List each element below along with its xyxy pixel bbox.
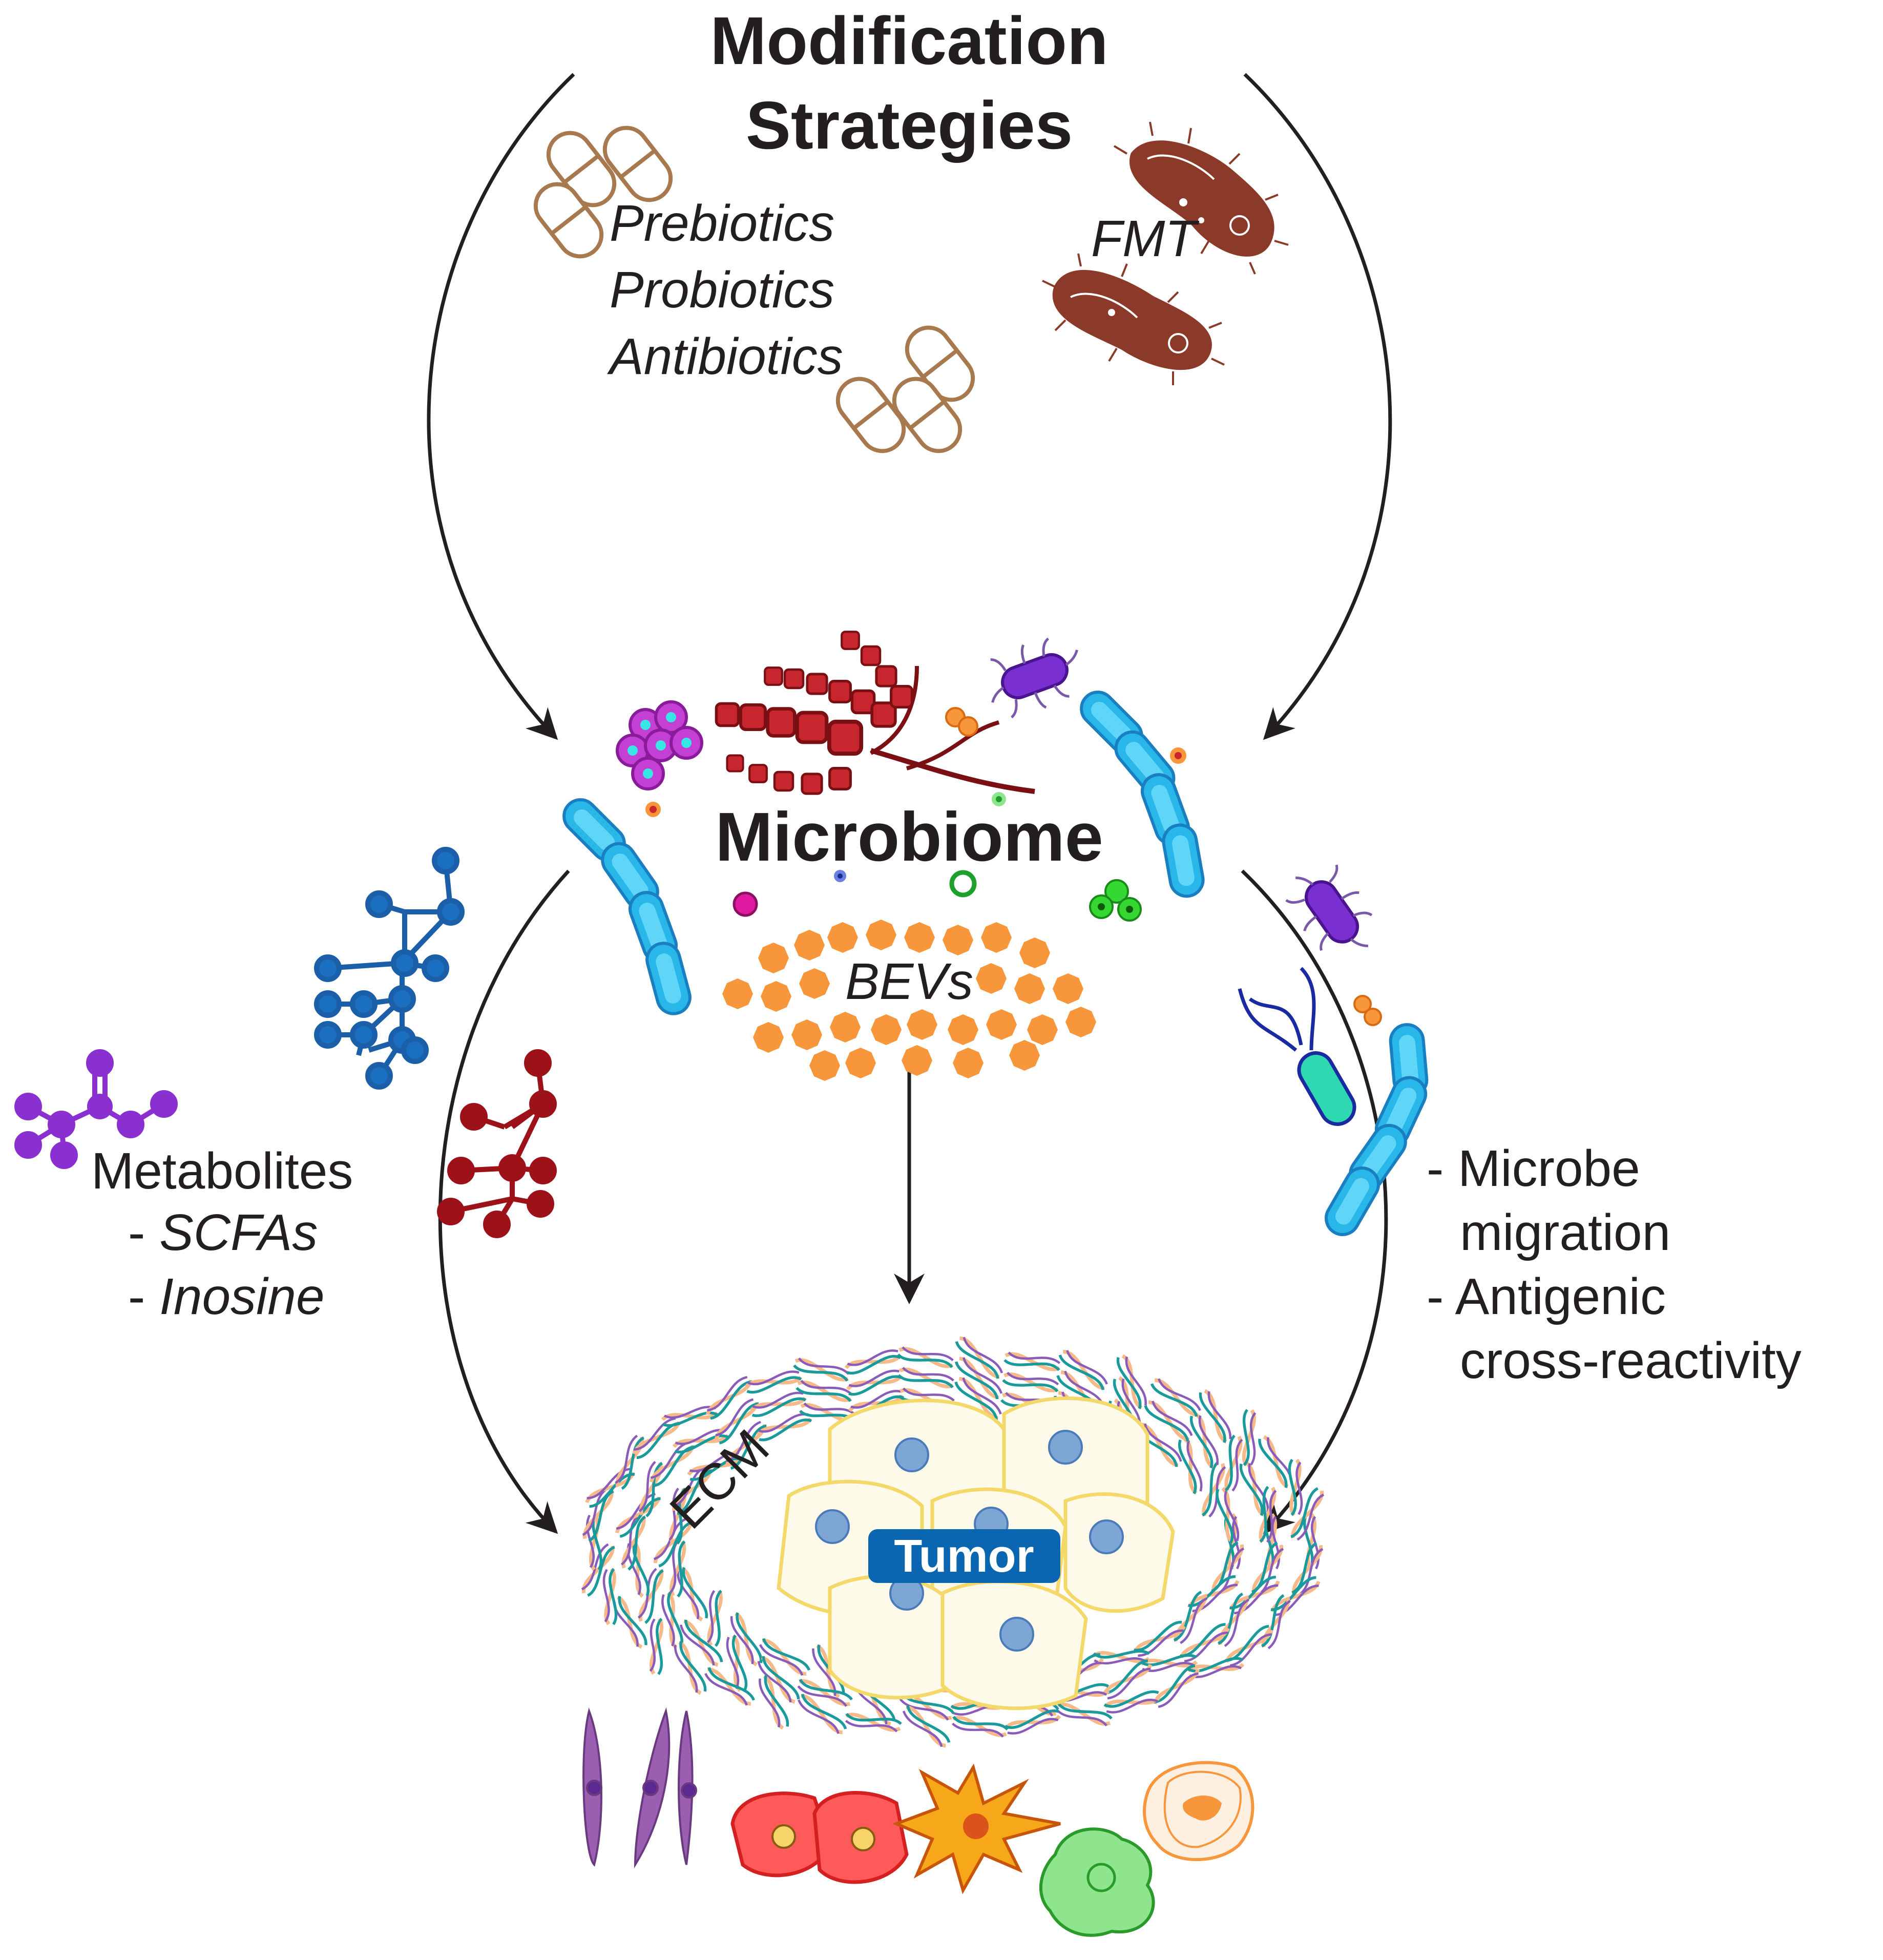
ecm-fiber <box>750 1391 807 1417</box>
immune-cell-icon <box>582 1707 697 1868</box>
ecm-fiber <box>1240 1410 1259 1466</box>
immune-cell-icon <box>892 1763 1061 1894</box>
fmt-bacteria-icon <box>1042 121 1289 385</box>
capsule-icon-group-bottom <box>829 319 981 460</box>
right-note-line: migration <box>1460 1204 1670 1261</box>
title-line-2: Strategies <box>746 88 1073 163</box>
ecm-fiber <box>611 1594 647 1650</box>
metabolites-heading: Metabolites <box>91 1142 353 1200</box>
metabolite-item: - Inosine <box>128 1268 325 1325</box>
ecm-fiber <box>951 1713 1008 1741</box>
ecm-fiber <box>1178 1437 1203 1494</box>
bevs-label: BEVs <box>845 953 973 1010</box>
ecm-fiber <box>703 1664 755 1709</box>
bacteria-icon <box>1089 879 1142 922</box>
title-line-1: Modification <box>710 3 1108 78</box>
immune-cell-icon <box>1143 1761 1254 1861</box>
bacteria-icon <box>990 637 1078 719</box>
ecm-fiber <box>1116 1353 1148 1410</box>
tumor-mass: Tumor <box>777 1396 1175 1711</box>
immune-cell-icon <box>730 1791 909 1884</box>
ecm-fiber <box>1214 1593 1252 1648</box>
right-note-line: cross-reactivity <box>1460 1332 1802 1389</box>
strategy-probiotics: Probiotics <box>610 261 834 319</box>
microbiome-label: Microbiome <box>715 798 1103 875</box>
ecm-fiber <box>1216 1487 1240 1544</box>
ecm-fiber <box>756 1654 800 1706</box>
arrow-strategies-right <box>1243 73 1392 740</box>
ecm-fiber <box>647 1618 666 1674</box>
strategy-antibiotics: Antibiotics <box>607 328 843 385</box>
ecm-fiber <box>1004 1349 1061 1375</box>
right-note-line: - Antigenic <box>1427 1268 1666 1325</box>
ecm-fiber <box>666 1540 689 1597</box>
ecm-fiber <box>1002 1369 1059 1396</box>
arrow-microbiome-right <box>1241 869 1388 1534</box>
ecm-fiber <box>1104 1691 1161 1714</box>
bacteria-icon <box>557 793 694 1017</box>
molecule-icon-red <box>437 1049 557 1238</box>
immune-cell-icons <box>582 1707 1254 1937</box>
immune-cell-icon <box>1039 1827 1155 1937</box>
metabolite-item: - SCFAs <box>128 1204 318 1261</box>
bacteria-icon <box>1238 967 1356 1126</box>
ecm-fiber <box>1150 1374 1202 1420</box>
ecm-fiber <box>661 1592 683 1649</box>
ecm-fiber <box>797 1691 847 1738</box>
molecule-icon-blue <box>314 847 465 1090</box>
microbiome-cluster: Microbiome BEVs <box>557 628 1206 1081</box>
bacteria-icon <box>1320 1023 1431 1240</box>
molecule-icon-purple <box>14 1049 178 1169</box>
ecm-fiber <box>898 1364 955 1392</box>
fmt-label: FMT <box>1091 210 1199 267</box>
ecm-fiber <box>897 1343 954 1371</box>
bacteria-icon <box>716 632 1035 794</box>
ecm-fiber <box>1055 1699 1112 1729</box>
ecm-fiber <box>1258 1434 1294 1490</box>
ecm-fiber <box>1221 1435 1246 1492</box>
ecm-fiber <box>602 1569 619 1624</box>
bacteria-icon <box>616 700 703 790</box>
ecm-fiber <box>745 1370 802 1393</box>
bacteria-icon <box>1285 864 1373 951</box>
tumor-label: Tumor <box>894 1531 1034 1582</box>
right-note-line: - Microbe <box>1427 1140 1640 1197</box>
arrow-strategies-left <box>427 73 575 740</box>
strategy-prebiotics: Prebiotics <box>610 195 834 252</box>
